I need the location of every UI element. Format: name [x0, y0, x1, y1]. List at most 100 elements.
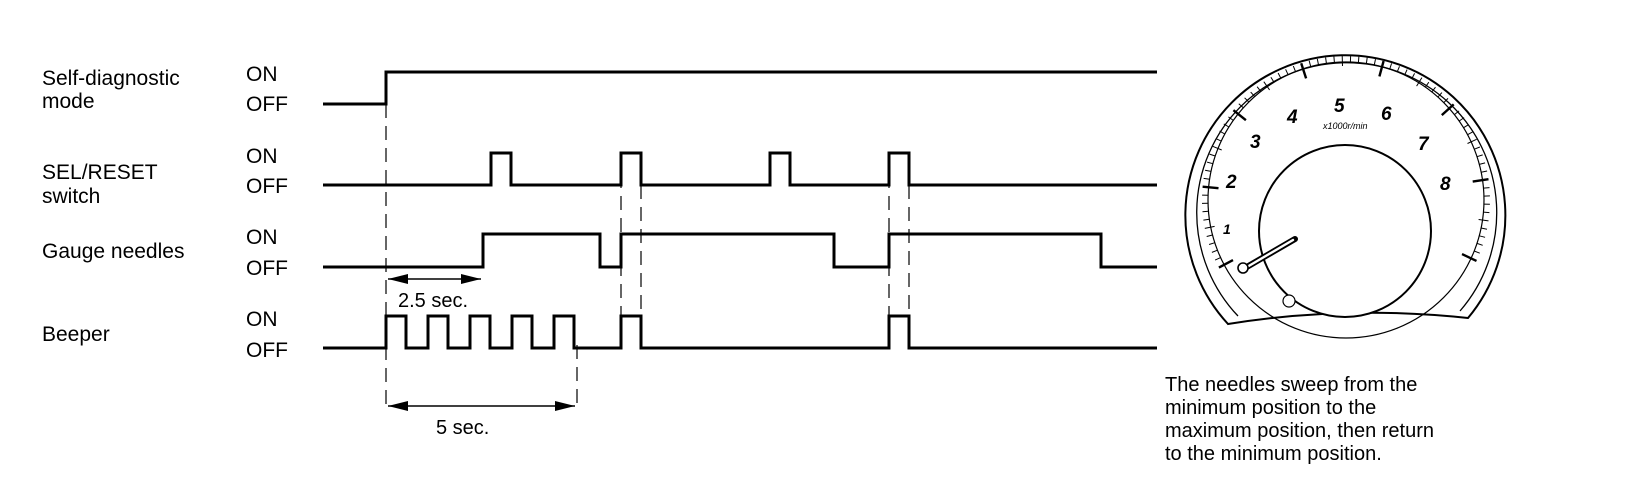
gauge-minor-tick [1411, 73, 1416, 79]
gauge-minor-tick [1483, 187, 1490, 189]
gauge-major-tick [1440, 103, 1455, 116]
on-label-gauge-needles: ON [246, 226, 278, 249]
gauge-major-tick [1300, 62, 1308, 79]
gauge-minor-tick [1389, 63, 1393, 70]
gauge-center-dial [1258, 144, 1432, 318]
gauge-minor-tick [1481, 227, 1488, 230]
gauge-minor-tick [1316, 58, 1319, 65]
caption-line-2: minimum position to the [1165, 397, 1376, 419]
gauge-number-6: 6 [1381, 104, 1392, 125]
gauge-number-2: 2 [1225, 172, 1237, 193]
gauge-minor-tick [1202, 210, 1209, 213]
gauge-minor-tick [1203, 177, 1210, 180]
on-label-self-diagnostic: ON [246, 63, 278, 86]
gauge-major-tick [1232, 109, 1247, 122]
gauge-minor-tick [1365, 57, 1368, 64]
gauge-minor-tick [1205, 169, 1212, 172]
gauge-minor-tick [1208, 242, 1215, 245]
gauge-minor-tick [1396, 66, 1400, 73]
gauge-minor-tick [1404, 69, 1408, 76]
gauge-minor-tick [1250, 91, 1256, 97]
caption-line-4: to the minimum position. [1165, 443, 1382, 465]
gauge-minor-tick [1244, 97, 1250, 103]
gauge-number-4: 4 [1286, 107, 1298, 128]
gauge-minor-tick [1476, 154, 1483, 158]
gauge-minor-tick [1277, 72, 1282, 79]
gauge-minor-tick [1292, 65, 1296, 72]
gauge-minor-tick [1308, 60, 1312, 67]
waveform-beeper [323, 314, 1157, 350]
gauge-major-tick [1461, 253, 1478, 262]
gauge-minor-tick [1357, 56, 1360, 63]
gauge-minor-tick [1431, 86, 1436, 93]
gauge-minor-tick [1476, 242, 1483, 246]
dimension-beeper-label: 5 sec. [436, 417, 489, 439]
gauge-minor-tick [1203, 218, 1210, 221]
signal-label-sel-reset: SEL/RESET [42, 161, 158, 184]
gauge-minor-tick [1474, 250, 1480, 254]
signal-label-sel-reset-line2: switch [42, 185, 100, 208]
gauge-minor-tick [1215, 138, 1222, 142]
gauge-needle-hub [1237, 262, 1249, 274]
gauge-minor-tick [1206, 234, 1213, 237]
tachometer-gauge: 1 2 3 4 5 6 7 8 x1000r/min [1184, 54, 1507, 339]
gauge-major-tick [1378, 60, 1385, 77]
gauge-minor-tick [1416, 77, 1423, 87]
gauge-reset-knob [1282, 294, 1296, 308]
dimension-needle-delay-arrow-right [461, 274, 481, 284]
gauge-face [1207, 61, 1485, 339]
off-label-gauge-needles: OFF [246, 257, 288, 280]
gauge-number-3: 3 [1250, 132, 1261, 153]
gauge-number-5: 5 [1334, 96, 1345, 117]
gauge-minor-tick [1479, 235, 1486, 238]
gauge-minor-tick [1211, 249, 1218, 253]
on-label-beeper: ON [246, 308, 278, 331]
gauge-minor-tick [1458, 117, 1465, 122]
waveform-gauge-needles [323, 232, 1157, 269]
gauge-minor-tick [1212, 145, 1222, 151]
gauge-minor-tick [1228, 116, 1234, 121]
gauge-minor-tick [1443, 98, 1449, 103]
waveform-sel-reset [323, 151, 1157, 187]
dimension-beeper-arrow-left [388, 401, 408, 411]
gauge-unit-label: x1000r/min [1322, 121, 1368, 131]
gauge-minor-tick [1214, 257, 1221, 261]
gauge-minor-tick [1478, 219, 1489, 222]
gauge-minor-tick [1479, 162, 1486, 165]
gauge-minor-tick [1463, 124, 1469, 129]
gauge-tick-marks [1201, 55, 1490, 269]
gauge-minor-tick [1256, 86, 1262, 92]
gauge-needle-highlight [1245, 238, 1295, 269]
signal-label-self-diagnostic-line2: mode [42, 90, 95, 113]
on-label-sel-reset: ON [246, 145, 278, 168]
gauge-minor-tick [1219, 130, 1226, 135]
gauge-minor-tick [1223, 123, 1230, 128]
gauge-minor-tick [1204, 225, 1215, 229]
off-label-self-diagnostic: OFF [246, 93, 288, 116]
signal-label-gauge-needles: Gauge needles [42, 240, 184, 263]
gauge-minor-tick [1209, 153, 1216, 157]
gauge-minor-tick [1467, 131, 1474, 136]
gauge-minor-tick [1333, 56, 1335, 63]
gauge-minor-tick [1285, 69, 1289, 75]
caption-line-3: maximum position, then return [1165, 420, 1434, 442]
gauge-minor-tick [1373, 58, 1376, 66]
gauge-minor-tick [1483, 211, 1490, 214]
gauge-number-8: 8 [1440, 174, 1451, 195]
gauge-minor-tick [1325, 57, 1327, 64]
gauge-minor-tick [1206, 161, 1214, 165]
waveform-self-diagnostic [323, 70, 1157, 106]
gauge-minor-tick [1238, 103, 1244, 109]
off-label-sel-reset: OFF [246, 175, 288, 198]
dimension-needle-delay-arrow-left [388, 274, 408, 284]
gauge-minor-tick [1437, 92, 1443, 98]
gauge-number-7: 7 [1418, 134, 1430, 155]
dimension-beeper-arrow-right [555, 401, 575, 411]
gauge-minor-tick [1424, 81, 1430, 88]
gauge-minor-tick [1467, 138, 1477, 144]
gauge-minor-tick [1263, 81, 1271, 91]
off-label-beeper: OFF [246, 339, 288, 362]
gauge-number-1: 1 [1223, 221, 1231, 237]
gauge-minor-tick [1481, 170, 1488, 173]
